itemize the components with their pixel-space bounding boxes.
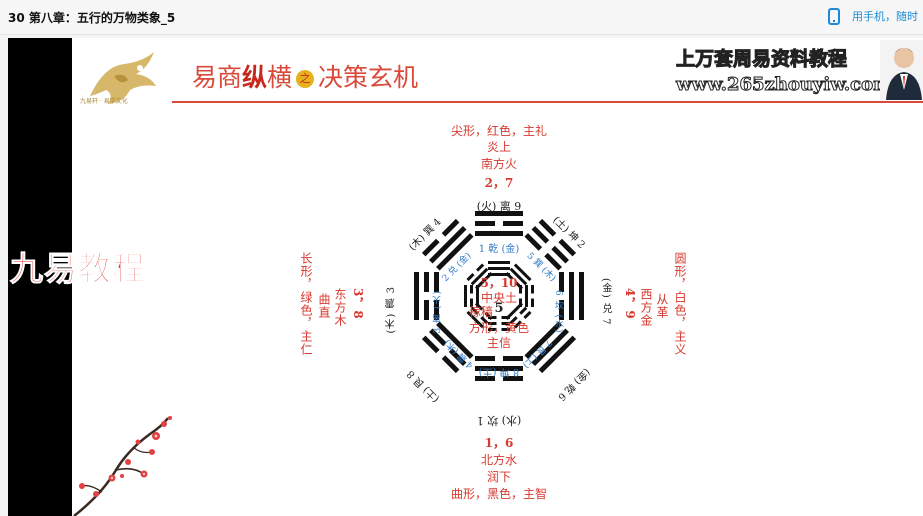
title-part-2: 纵 <box>242 63 268 92</box>
slide-canvas: 九易轩 · 易学文化 易商纵横之决策玄机 上万套周易资料教程 www.265zh… <box>10 38 923 516</box>
west-attributes: 圆形，白色，主义 <box>673 252 687 356</box>
center-number: 5 <box>494 301 504 316</box>
mobile-link[interactable]: 用手机，随时 <box>828 6 918 26</box>
outer-trigram-xun <box>421 218 474 271</box>
inner-trigram-gen <box>505 302 532 329</box>
outer-trigram-li <box>475 211 523 236</box>
outer-trigram-kun <box>524 218 577 271</box>
east-quality: 曲直 <box>317 293 331 319</box>
slide-title: 易商纵横之决策玄机 <box>192 58 418 94</box>
side-brand: 九易教程 <box>10 249 146 289</box>
dragon-logo <box>90 52 156 104</box>
page-title: 30 第八章：五行的万物类象_5 <box>8 11 176 25</box>
inner-label-qian: 1 乾 (金) <box>478 244 520 255</box>
top-bar: 30 第八章：五行的万物类象_5 用手机，随时 <box>0 0 923 35</box>
outer-label-zhen: (木) 震 3 <box>386 286 397 334</box>
title-part-3: 横 <box>267 63 293 92</box>
west-quality: 从革 <box>655 293 669 319</box>
inner-trigram-dui <box>466 263 493 290</box>
outer-trigram-zhen <box>414 272 439 320</box>
outer-label-li: (火) 离 9 <box>476 200 522 213</box>
plum-blossom-branch <box>73 416 172 516</box>
south-direction: 南方火 <box>480 157 518 171</box>
inner-trigram-qian <box>488 261 510 276</box>
east-direction: 东方木 <box>333 288 347 327</box>
outer-trigram-gen <box>421 321 474 374</box>
center-virtue: 主信 <box>486 336 512 350</box>
inner-trigram-zhen <box>466 302 493 329</box>
center-direction: 中央土 <box>480 291 518 305</box>
east-numbers: 3，8 <box>351 288 365 320</box>
title-part-4: 之 <box>296 70 315 88</box>
watermark-line-1: 上万套周易资料教程 <box>675 48 848 71</box>
presenter-photo <box>880 40 923 100</box>
inner-label-li: 3 离 (火) <box>433 290 443 334</box>
title-part-5: 决策玄机 <box>318 63 419 92</box>
center-quality: 稼穑 <box>468 305 494 319</box>
watermark-line-2: www.265zhouyiw.com <box>675 74 893 96</box>
east-attributes: 长形，绿色，主仁 <box>299 252 313 356</box>
west-direction: 西方金 <box>639 288 653 327</box>
center-attributes: 方形，黄色 <box>468 321 530 335</box>
outer-label-kan: (水) 坎 1 <box>476 414 522 427</box>
south-attributes: 尖形，红色，主礼 <box>450 124 548 138</box>
north-numbers: 1，6 <box>484 436 514 450</box>
bagua-diagram <box>414 211 584 381</box>
phone-icon <box>828 7 840 25</box>
north-direction: 北方水 <box>480 453 518 467</box>
inner-label-kun: 8 坤 (土) <box>478 366 520 377</box>
inner-trigram-kun <box>488 316 510 331</box>
north-attributes: 曲形，黑色，主智 <box>450 487 548 501</box>
outer-trigram-dui <box>559 272 584 320</box>
outer-trigram-qian <box>524 321 577 374</box>
title-underline <box>172 101 923 103</box>
mobile-link-text[interactable]: 用手机，随时 <box>852 10 918 23</box>
south-numbers: 2，7 <box>484 176 514 190</box>
outer-trigram-kan <box>475 356 523 381</box>
logo-caption: 九易轩 · 易学文化 <box>80 98 128 105</box>
west-numbers: 4，9 <box>623 288 637 320</box>
center-numbers: 5，10 <box>480 276 518 290</box>
north-quality: 润下 <box>486 470 512 484</box>
inner-label-kan: 6 坎 (水) <box>553 290 563 334</box>
title-part-1: 易商 <box>192 63 243 92</box>
inner-trigram-li <box>464 285 479 307</box>
south-quality: 炎上 <box>486 140 512 154</box>
video-letterbox <box>8 38 72 516</box>
outer-label-dui: (金) 兑 7 <box>600 278 611 326</box>
